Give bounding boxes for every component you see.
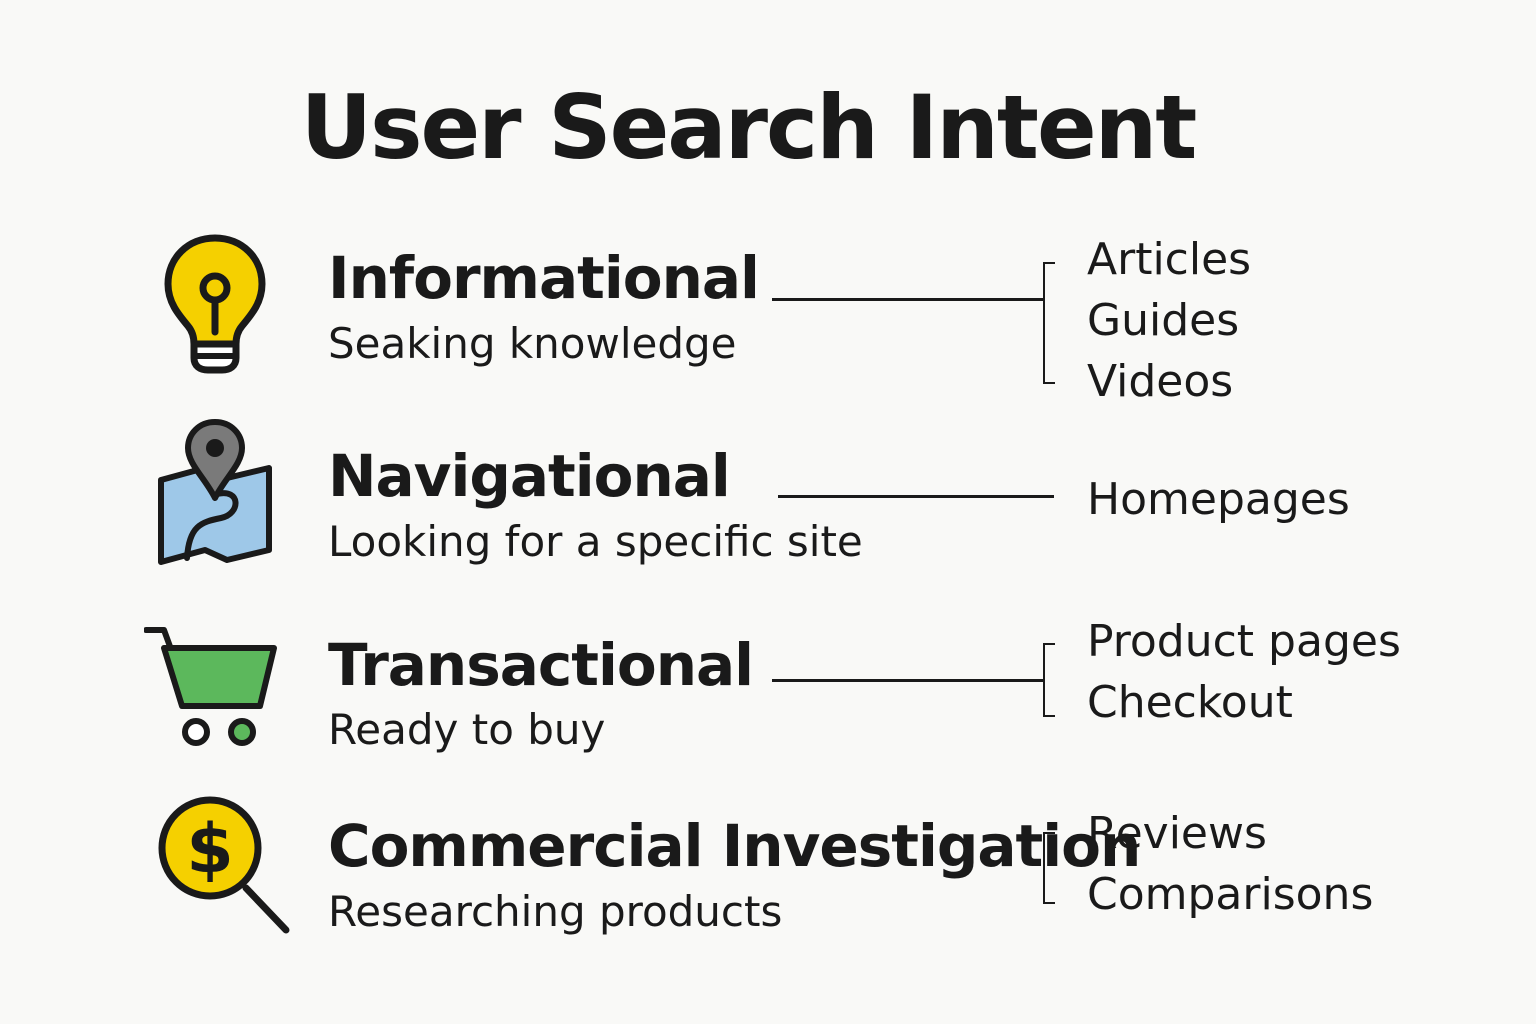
svg-text:$: $ [186,810,233,889]
example-item: Articles [1087,234,1252,285]
example-item: Comparisons [1087,869,1374,920]
intent-name: Navigational [328,442,731,510]
intent-description: Looking for a specific site [328,517,863,566]
lightbulb-icon [164,234,266,374]
examples-bracket [1043,832,1055,904]
examples-bracket [1043,643,1055,717]
intent-description: Researching products [328,887,783,936]
example-item: Product pages [1087,616,1401,667]
example-item: Videos [1087,356,1234,407]
examples-bracket [1043,262,1055,384]
connector-line [772,298,1044,301]
example-item: Checkout [1087,677,1293,728]
intent-description: Seaking knowledge [328,319,737,368]
example-item: Guides [1087,295,1240,346]
intent-name: Commercial Investigation [328,812,1141,880]
intent-name: Informational [328,244,760,312]
connector-line [778,495,1054,498]
diagram-title: User Search Intent [300,76,1198,179]
intent-name: Transactional [328,631,754,699]
shopping-cart-icon [144,627,277,746]
example-item: Reviews [1087,808,1267,859]
dollar-magnifier-icon: $ [158,796,290,934]
intent-description: Ready to buy [328,705,606,754]
map-pin-icon [158,419,272,565]
connector-line [772,679,1044,682]
example-item: Homepages [1087,474,1350,525]
